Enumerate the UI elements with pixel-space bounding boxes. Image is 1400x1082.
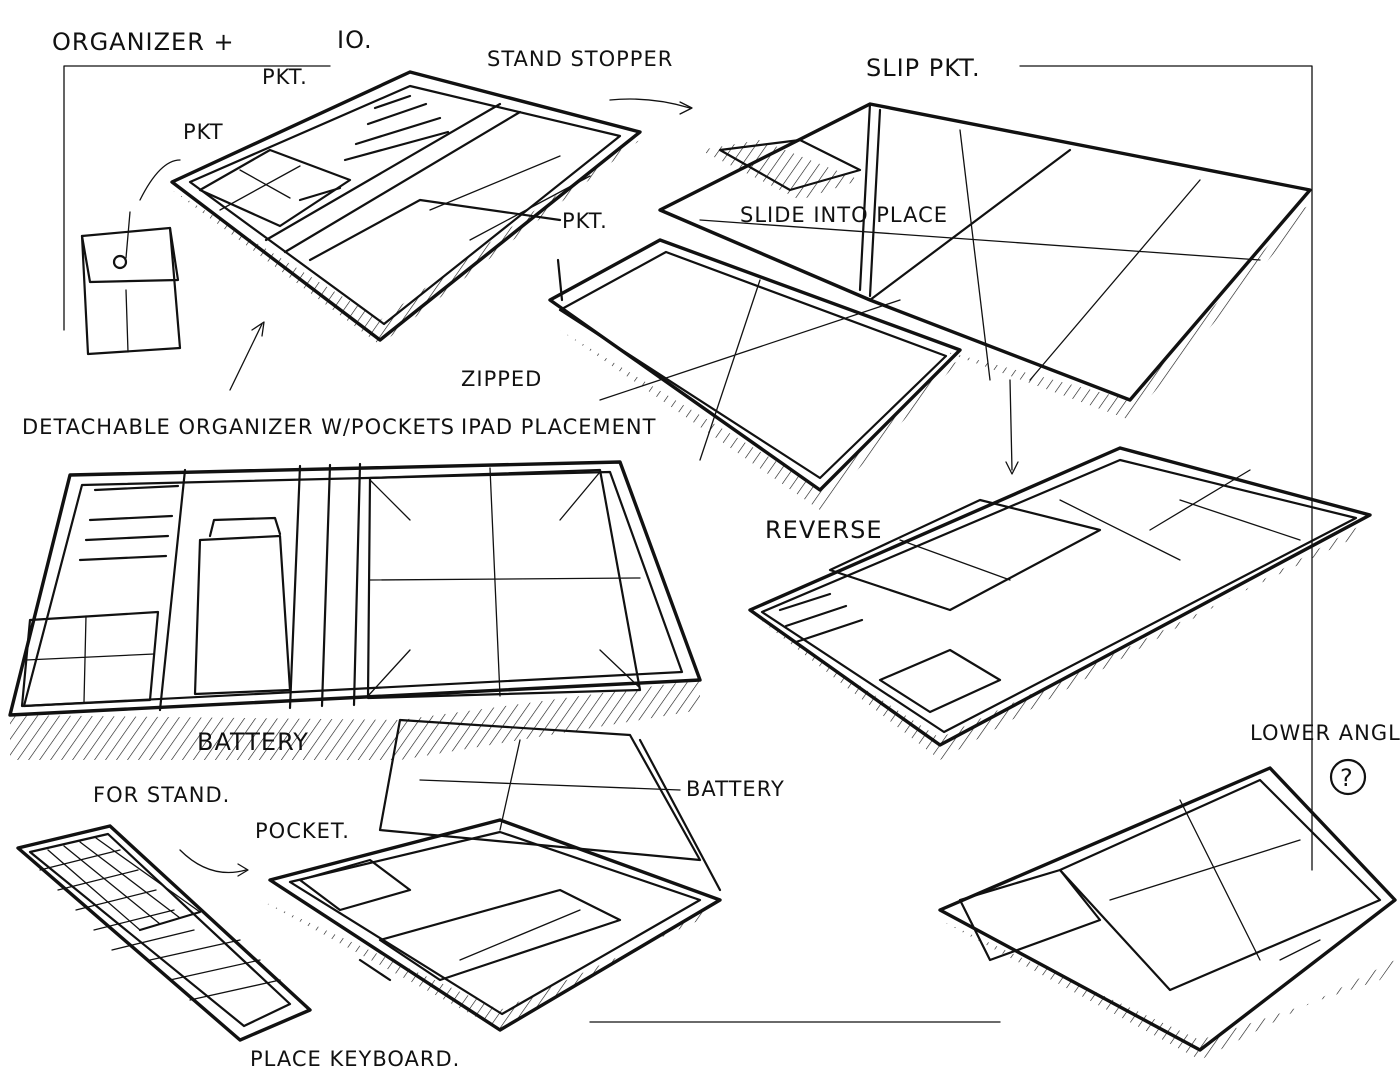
sketch-detachable-organizer xyxy=(8,460,702,760)
sketch-open-organizer xyxy=(170,70,642,345)
pkt-top-label: PKT. xyxy=(262,65,308,89)
zipped-label: ZIPPED xyxy=(461,367,542,391)
page-frame xyxy=(63,65,1313,1023)
sketch-keyboard xyxy=(16,824,312,1042)
battery-left-label: BATTERY xyxy=(197,728,309,756)
annotations: ORGANIZER + IO. PKT. PKT STAND STOPPER S… xyxy=(22,26,1400,1071)
sketch-zipped-case xyxy=(548,238,962,510)
place-keyboard-label: PLACE KEYBOARD. xyxy=(250,1047,460,1071)
sketch-reverse xyxy=(748,446,1372,760)
lower-angle-label: LOWER ANGLE xyxy=(1250,721,1400,745)
ipad-placement-label: IPAD PLACEMENT xyxy=(461,415,656,439)
stand-stopper-label: STAND STOPPER xyxy=(487,47,673,71)
sketch-lower-angle xyxy=(938,758,1397,1060)
slide-into-place-label: SLIDE INTO PLACE xyxy=(740,203,948,227)
question-mark-label: ? xyxy=(1340,764,1354,792)
arrows xyxy=(179,98,1019,877)
sketch-ipad-stand xyxy=(260,718,722,1032)
title-suffix-label: IO. xyxy=(337,26,373,54)
sketch-slide-into-place xyxy=(658,102,1320,420)
sketch-detached-pocket xyxy=(80,159,182,356)
battery-right-label: BATTERY xyxy=(686,777,785,801)
title-label: ORGANIZER + xyxy=(52,28,235,56)
for-stand-label: FOR STAND. xyxy=(93,783,230,807)
pocket-label: POCKET. xyxy=(255,819,350,843)
detachable-organizer-label: DETACHABLE ORGANIZER W/POCKETS xyxy=(22,415,455,439)
pkt-left-label: PKT xyxy=(183,120,224,144)
reverse-label: REVERSE xyxy=(765,516,883,544)
pkt-mid-label: PKT. xyxy=(562,209,608,233)
slip-pkt-label: SLIP PKT. xyxy=(866,54,981,82)
